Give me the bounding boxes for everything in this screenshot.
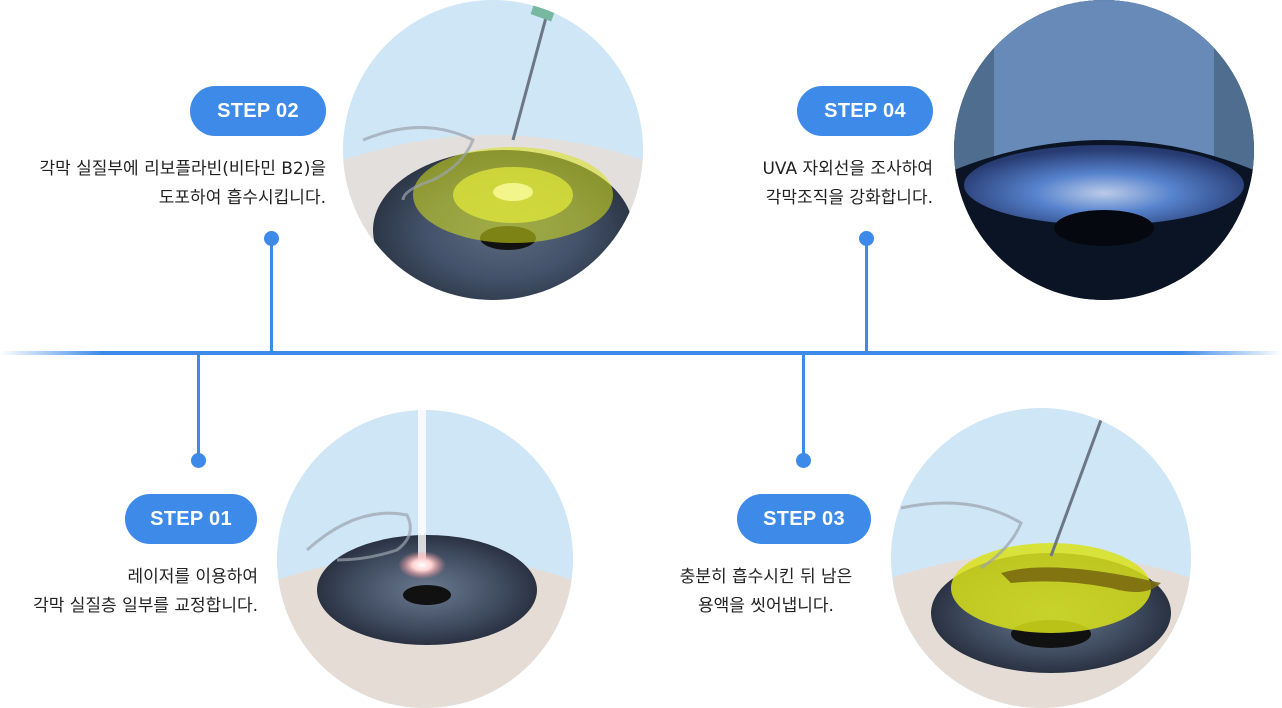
step02-line1: 각막 실질부에 리보플라빈(비타민 B2)을 [39, 159, 326, 179]
step04-description: UVA 자외선을 조사하여 각막조직을 강화합니다. [640, 155, 933, 213]
step04-badge: STEP 04 [797, 86, 933, 136]
step03-dot [796, 453, 811, 468]
step01-badge: STEP 01 [125, 494, 257, 544]
step03-badge: STEP 03 [737, 494, 871, 544]
step01-connector [197, 352, 200, 460]
step02-dot [264, 231, 279, 246]
step03-description: 충분히 흡수시킨 뒤 남은 용액을 씻어냅니다. [660, 563, 872, 621]
step02-connector [270, 238, 273, 354]
step04-dot [859, 231, 874, 246]
step03-connector [802, 352, 805, 460]
timeline-axis [0, 351, 1282, 355]
step04-connector [865, 238, 868, 354]
step03-line2: 용액을 씻어냅니다. [698, 596, 834, 616]
step01-line1: 레이저를 이용하여 [127, 567, 258, 587]
step01-line2: 각막 실질층 일부를 교정합니다. [33, 596, 258, 616]
step01-description: 레이저를 이용하여 각막 실질층 일부를 교정합니다. [0, 563, 258, 621]
step01-dot [191, 453, 206, 468]
step02-badge: STEP 02 [190, 86, 326, 136]
step04-line1: UVA 자외선을 조사하여 [762, 159, 933, 179]
step01-illustration [277, 410, 573, 708]
step02-description: 각막 실질부에 리보플라빈(비타민 B2)을 도포하여 흡수시킵니다. [0, 155, 326, 213]
step03-line1: 충분히 흡수시킨 뒤 남은 [679, 567, 853, 587]
step04-illustration [954, 0, 1254, 300]
step02-line2: 도포하여 흡수시킵니다. [158, 188, 326, 208]
step03-illustration [891, 408, 1191, 708]
step04-line2: 각막조직을 강화합니다. [765, 188, 933, 208]
step02-illustration [343, 0, 643, 300]
